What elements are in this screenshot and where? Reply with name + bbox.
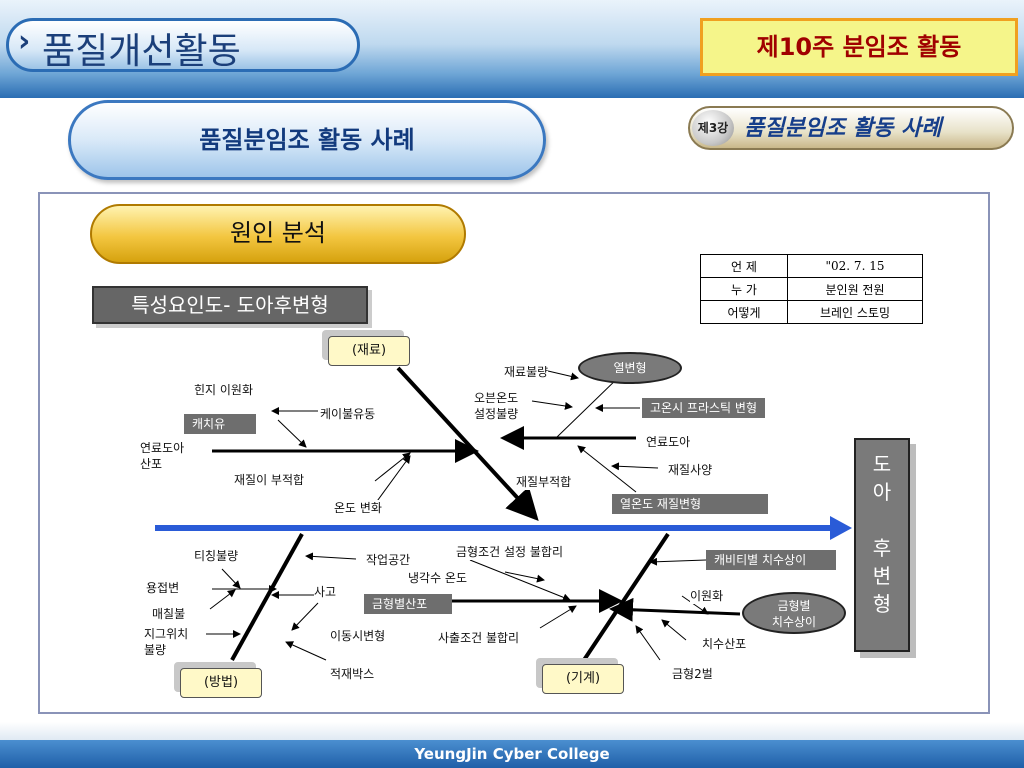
category-method: (방법) bbox=[180, 668, 262, 698]
label-jaeryo-bulryang: 재료불량 bbox=[504, 364, 549, 380]
label-jeokjae: 적재박스 bbox=[330, 666, 375, 682]
arrow-iwonhwa bbox=[681, 595, 709, 615]
effect-text: 도 아 후 변 형 bbox=[872, 452, 892, 616]
subtitle-pill: 품질분임조 활동 사례 bbox=[68, 100, 546, 180]
arrow-geumhyeong-seoljeong bbox=[469, 559, 571, 602]
table-cell-value: "02. 7. 15 bbox=[787, 254, 923, 278]
label-geumhyeong2: 금형2벌 bbox=[672, 666, 713, 682]
week-label-box: 제10주 분임조 활동 bbox=[700, 18, 1018, 76]
label-sachul: 사출조건 불합리 bbox=[438, 630, 520, 646]
label-ondo-byeonhwa: 온도 변화 bbox=[334, 500, 382, 516]
label-yeolondo: 열온도 재질변형 bbox=[612, 494, 768, 514]
diagram-title: 특성요인도- 도아후변형 bbox=[131, 293, 329, 317]
category-machine: (기계) bbox=[542, 664, 624, 694]
arrow-jaeryo bbox=[547, 370, 579, 381]
lesson-badge: 제3강 bbox=[692, 110, 734, 146]
label-yeonryodoa: 연료도아 bbox=[646, 434, 691, 450]
arrow-geumhyeong2 bbox=[635, 625, 661, 661]
label-yeolbyeonhyeong: 열변형 bbox=[578, 352, 682, 384]
bone-method bbox=[230, 533, 304, 661]
info-table: 언 제 "02. 7. 15 누 가 분인원 전원 어떻게 브레인 스토밍 bbox=[700, 254, 923, 324]
chevron-right-icon: › bbox=[18, 24, 31, 59]
effect-box: 도 아 후 변 형 bbox=[854, 438, 910, 652]
label-tiching: 티칭불량 bbox=[194, 548, 239, 564]
page-title: 품질개선활동 bbox=[42, 31, 241, 72]
week-label: 제10주 분임조 활동 bbox=[756, 33, 962, 61]
label-naenggak: 냉각수 온도 bbox=[408, 570, 468, 586]
table-cell-value: 분인원 전원 bbox=[787, 277, 923, 301]
arrow-jakeop bbox=[305, 552, 357, 561]
label-goonsi: 고온시 프라스틱 변형 bbox=[642, 398, 765, 418]
arrow-ondo bbox=[374, 455, 411, 505]
table-cell-key: 어떻게 bbox=[700, 300, 788, 324]
arrow-kaebiti bbox=[649, 557, 707, 566]
label-yongjeop: 용접변 bbox=[146, 580, 180, 596]
lesson-title: 품질분임조 활동 사례 bbox=[744, 116, 942, 141]
arrow-jaejil-sayang bbox=[611, 462, 659, 471]
label-obun-ondo: 오븐온도 설정불량 bbox=[474, 390, 519, 422]
table-row: 누 가 분인원 전원 bbox=[700, 277, 923, 301]
arrow-sago-diag bbox=[291, 602, 319, 631]
label-maechil: 매칠불 bbox=[152, 606, 186, 622]
subtitle-text: 품질분임조 활동 사례 bbox=[199, 126, 415, 154]
title-pill bbox=[6, 18, 360, 72]
line-yeolondo bbox=[577, 445, 637, 493]
category-material: (재료) bbox=[328, 336, 410, 366]
line-yeolbyeonhyeong bbox=[555, 373, 623, 439]
label-geumhyeongbyeol-chisu: 금형별 치수상이 bbox=[742, 592, 846, 634]
arrow-hinji bbox=[277, 419, 307, 448]
bone-machine bbox=[582, 532, 670, 662]
arrow-chisu bbox=[661, 619, 687, 641]
cause-analysis-title: 원인 분석 bbox=[230, 219, 326, 247]
label-sago: 사고 bbox=[314, 584, 337, 600]
arrow-tiching bbox=[221, 568, 241, 589]
label-jigu: 지그위치 불량 bbox=[144, 626, 189, 658]
label-keibulyudong: 케이불유동 bbox=[320, 406, 376, 422]
cause-analysis-pill: 원인 분석 bbox=[90, 204, 466, 264]
sub-bone-geumhyeongbyeol-chisu bbox=[609, 597, 741, 622]
arrow-jaejil bbox=[374, 452, 411, 482]
label-iwonhwa: 이원화 bbox=[690, 588, 724, 604]
label-idong: 이동시변형 bbox=[330, 628, 386, 644]
arrow-sachul bbox=[539, 605, 577, 629]
label-geumhyeongbyeol-sanpo: 금형별산포 bbox=[364, 594, 452, 614]
spine-arrowhead bbox=[830, 516, 852, 540]
label-kaebiti: 캐비티별 치수상이 bbox=[706, 550, 836, 570]
table-row: 어떻게 브레인 스토밍 bbox=[700, 300, 923, 324]
footer-bar: YeungJin Cyber College bbox=[0, 740, 1024, 768]
table-cell-key: 언 제 bbox=[700, 254, 788, 278]
table-row: 언 제 "02. 7. 15 bbox=[700, 254, 923, 278]
label-jakeop: 작업공간 bbox=[366, 552, 411, 568]
table-cell-value: 브레인 스토밍 bbox=[787, 300, 923, 324]
label-yeonryodoa-sanpo: 연료도아 산포 bbox=[140, 440, 185, 472]
arrow-jeokjae bbox=[285, 641, 327, 661]
arrow-obun bbox=[531, 400, 573, 410]
label-jaejil-bujeokhap: 재질이 부적합 bbox=[234, 472, 305, 488]
lesson-pill bbox=[688, 106, 1014, 150]
label-chisu-sanpo: 치수산포 bbox=[702, 636, 747, 652]
arrow-naenggak bbox=[504, 571, 545, 583]
diagram-title-box: 특성요인도- 도아후변형 bbox=[92, 286, 368, 324]
footer-divider bbox=[0, 722, 1024, 740]
label-hinji: 힌지 이원화 bbox=[194, 382, 254, 398]
label-geumhyeong-seoljeong: 금형조건 설정 불합리 bbox=[456, 544, 563, 560]
arrow-maechil bbox=[209, 589, 236, 610]
label-jaejil-sayang: 재질사양 bbox=[668, 462, 713, 478]
footer-text: YeungJin Cyber College bbox=[414, 745, 610, 763]
label-caichiyu: 캐치유 bbox=[184, 414, 256, 434]
label-jaejil-bujeokhap2: 재질부적합 bbox=[516, 474, 572, 490]
